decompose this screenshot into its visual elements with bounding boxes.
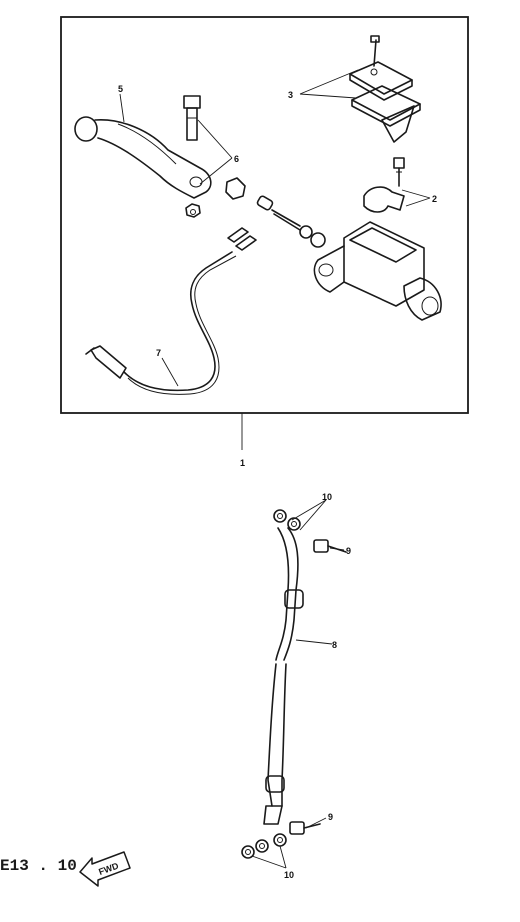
cylinder-holder — [363, 157, 405, 213]
brake-lever — [74, 116, 212, 199]
callout-9-upper: 9 — [346, 546, 351, 556]
lever-bolt-set — [183, 95, 246, 218]
callout-10-lower: 10 — [284, 870, 294, 880]
reservoir-cap-set — [349, 35, 421, 143]
fwd-arrow-icon: FWD — [79, 851, 131, 887]
gasket-upper — [273, 509, 301, 531]
callout-6: 6 — [234, 154, 239, 164]
assembly-frame — [60, 16, 469, 414]
brake-hose — [263, 527, 304, 825]
callout-3: 3 — [288, 90, 293, 100]
callout-10-upper: 10 — [322, 492, 332, 502]
callout-2: 2 — [432, 194, 437, 204]
callout-8: 8 — [332, 640, 337, 650]
callout-5: 5 — [118, 84, 123, 94]
push-rod — [256, 195, 326, 248]
master-cylinder-body — [313, 221, 442, 321]
callout-7: 7 — [156, 348, 161, 358]
callout-1: 1 — [240, 458, 245, 468]
leader-lines — [119, 69, 431, 869]
diagram-code: E13 . 10 — [0, 857, 77, 875]
gasket-lower — [241, 833, 287, 859]
union-bolt-lower — [289, 821, 321, 835]
brake-switch — [85, 227, 257, 395]
union-bolt-upper — [313, 539, 347, 553]
callout-9-lower: 9 — [328, 812, 333, 822]
